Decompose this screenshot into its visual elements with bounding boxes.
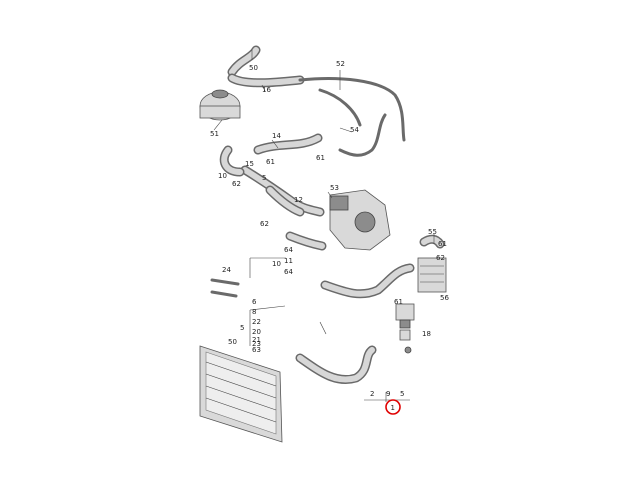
callout-61-c: 61: [438, 240, 447, 248]
callout-62-c: 62: [436, 254, 445, 262]
callout-12: 12: [294, 196, 303, 204]
callout-50-radiator: 50: [228, 338, 237, 346]
callout-61-d: 61: [394, 298, 403, 306]
callout-61-a: 61: [316, 154, 325, 162]
callout-62-a: 62: [232, 180, 241, 188]
callout-5-a: 5: [262, 174, 266, 182]
callout-21: 21: [252, 336, 261, 344]
callout-11: 11: [284, 257, 293, 265]
highlight-ring: [385, 399, 401, 415]
callout-51: 51: [210, 130, 219, 138]
callout-labels: 50 16 52 51 54 14 61 15 61 10 62 5 12 53…: [210, 60, 449, 398]
callout-64-a: 64: [284, 246, 293, 254]
lower-hoses: [210, 231, 445, 385]
callout-9: 9: [386, 390, 390, 398]
expansion-tank: [199, 89, 241, 121]
coolant-pump-housing: [329, 189, 391, 251]
valve-assembly: [395, 303, 415, 354]
callout-1: 1: [391, 404, 395, 412]
callout-6: 6: [252, 298, 257, 306]
callout-54: 54: [350, 126, 359, 134]
callout-62-b: 62: [260, 220, 269, 228]
callout-50-top: 50: [249, 64, 258, 72]
callout-24: 24: [222, 266, 231, 274]
callout-53: 53: [330, 184, 339, 192]
callout-56: 56: [440, 294, 449, 302]
callout-10-b: 10: [272, 260, 281, 268]
upper-hoses: [219, 45, 406, 217]
callout-61-b: 61: [266, 158, 275, 166]
callout-63: 63: [252, 346, 261, 354]
callout-22: 22: [252, 318, 261, 326]
callout-2: 2: [370, 390, 374, 398]
leader-lines: [213, 50, 435, 402]
callout-14: 14: [272, 132, 281, 140]
callout-15: 15: [245, 160, 254, 168]
radiator: [199, 345, 283, 443]
callout-52: 52: [336, 60, 345, 68]
callout-10-a: 10: [218, 172, 227, 180]
callout-5-b: 5: [240, 324, 244, 332]
callout-64-b: 64: [284, 268, 293, 276]
callout-55: 55: [428, 228, 437, 236]
oil-cooler: [417, 257, 447, 293]
highlighted-callout: 1: [385, 399, 401, 415]
callout-5-c: 5: [400, 390, 404, 398]
callout-20: 20: [252, 328, 261, 336]
callout-18: 18: [422, 330, 431, 338]
callout-23: 23: [252, 340, 261, 348]
callout-16: 16: [262, 86, 271, 94]
callout-8: 8: [252, 308, 256, 316]
